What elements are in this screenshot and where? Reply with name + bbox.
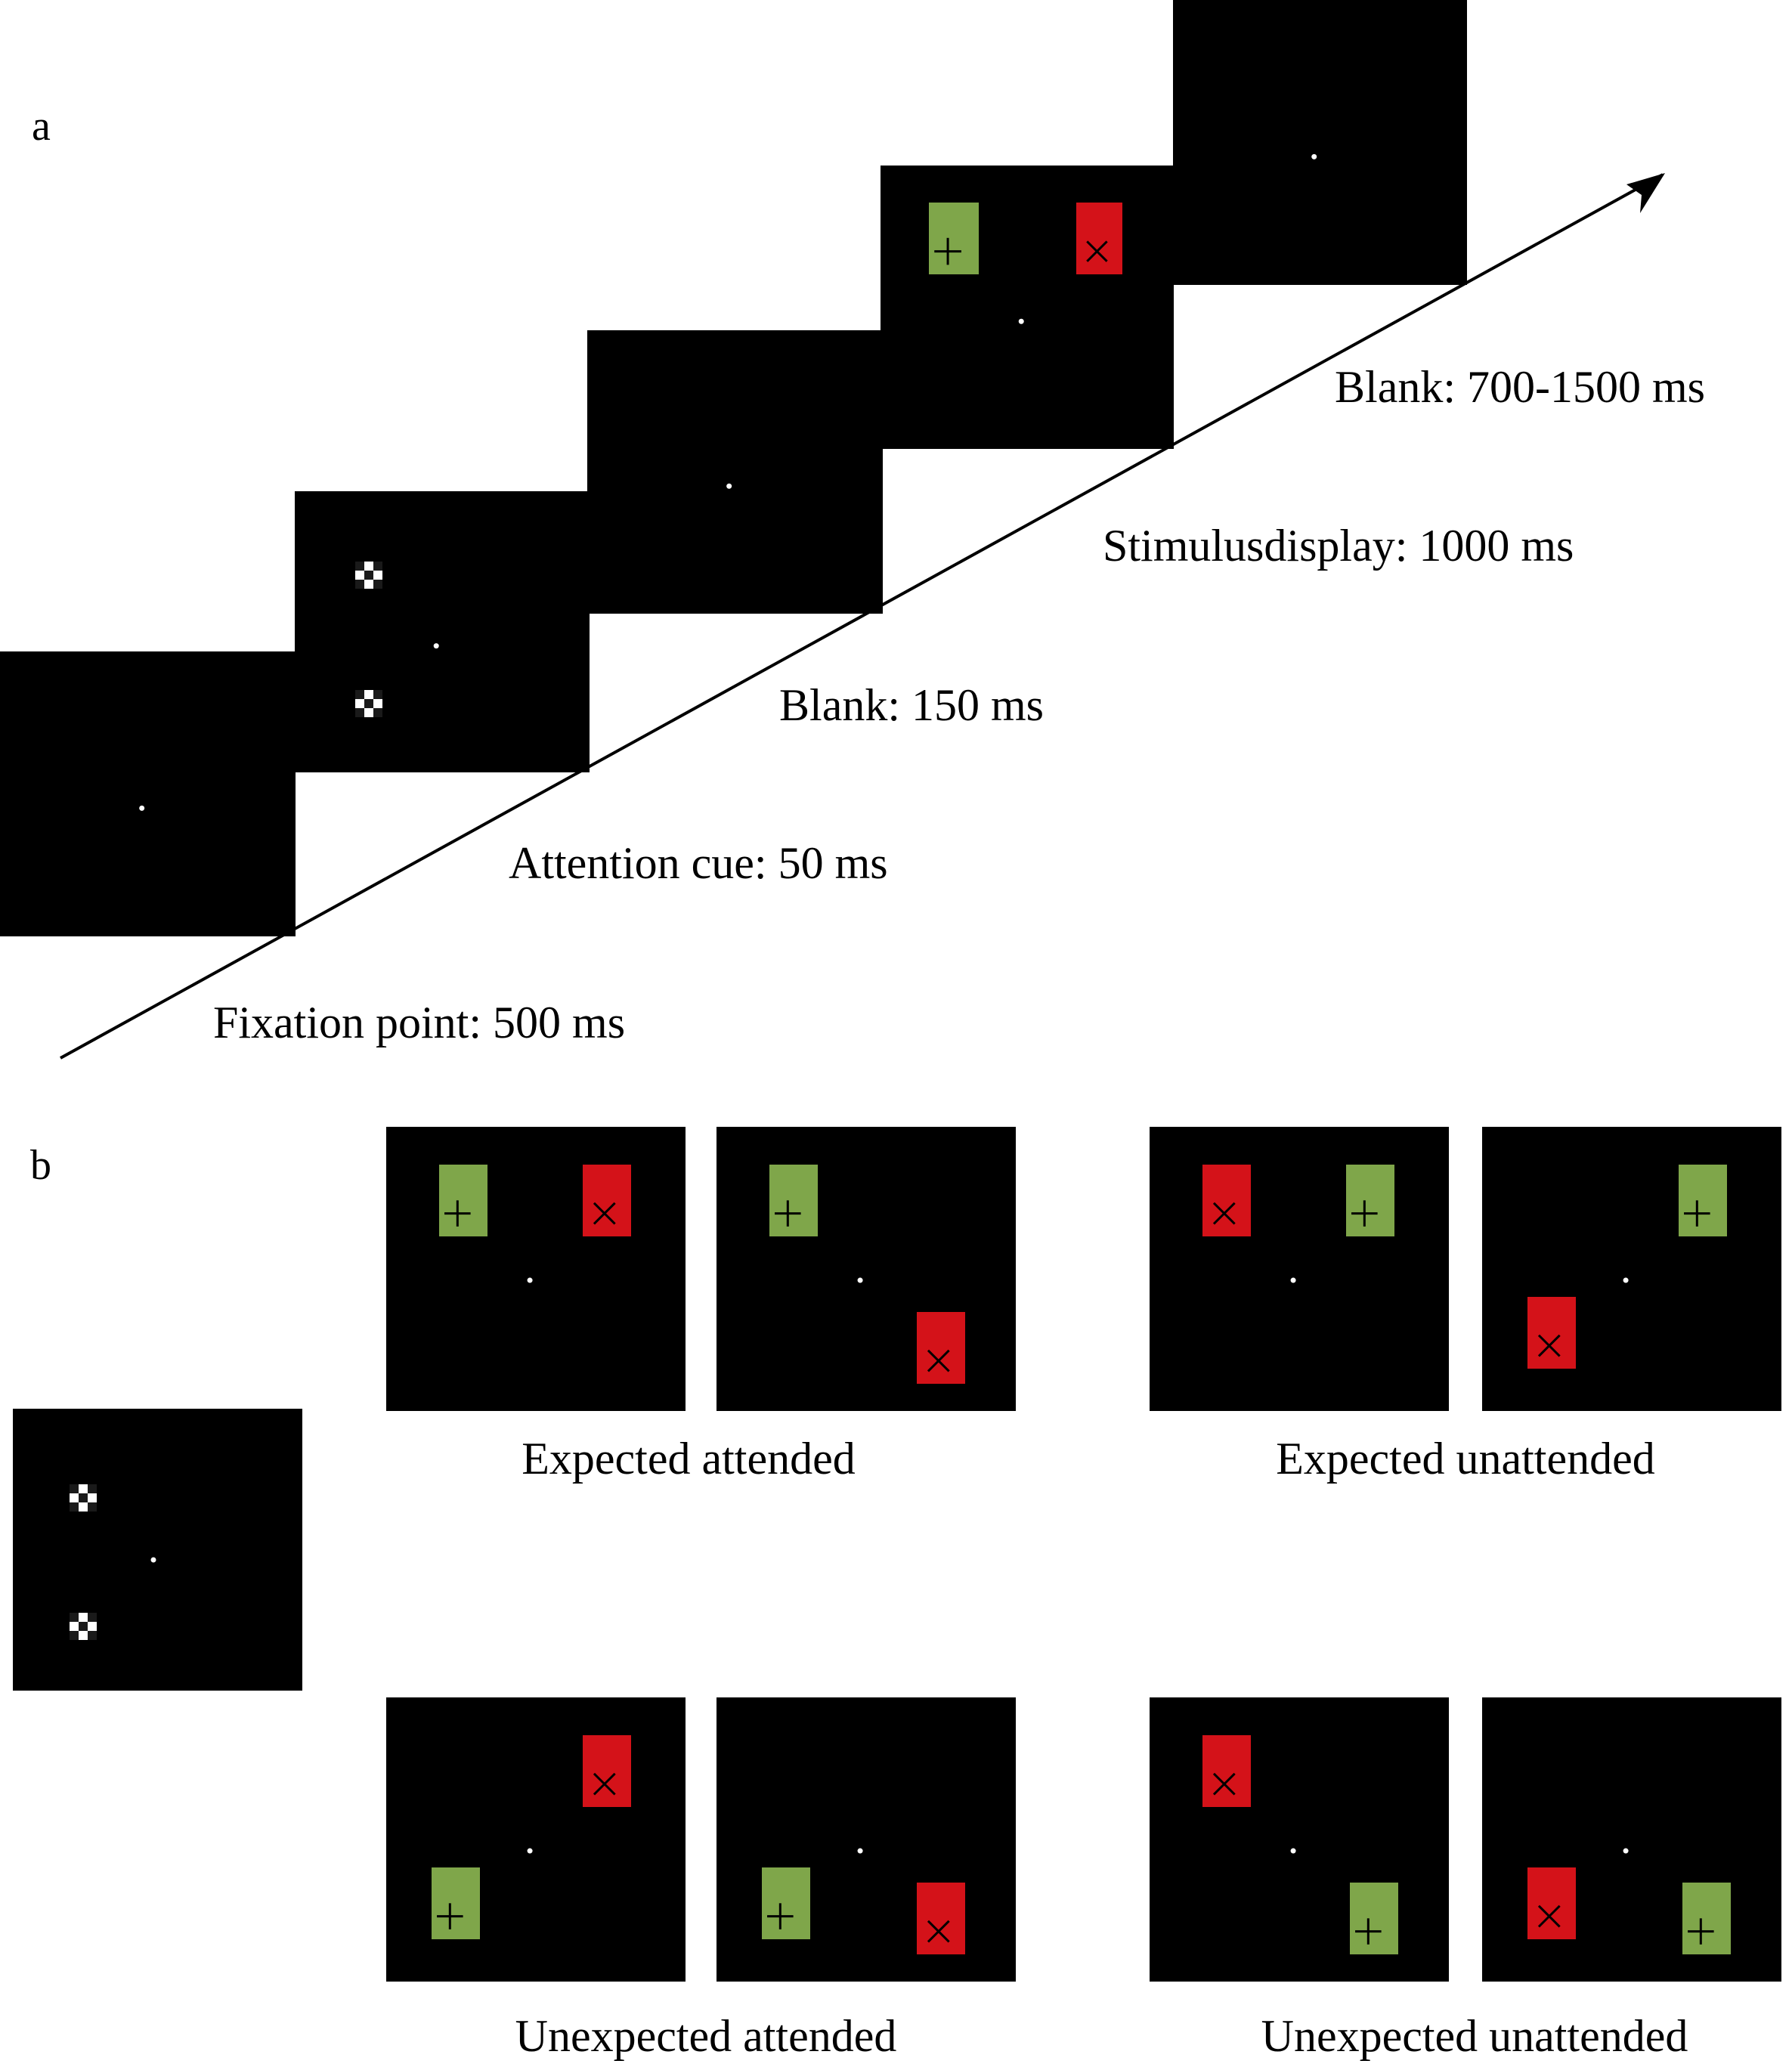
condition-display-screen xyxy=(386,1697,686,1982)
target-green-rect xyxy=(762,1867,810,1939)
condition-label-expected-attended: Expected attended xyxy=(522,1434,855,1484)
stage-label-blank-short: Blank: 150 ms xyxy=(779,680,1044,730)
screen-background xyxy=(1482,1127,1781,1411)
target-green-rect xyxy=(1346,1165,1394,1236)
fixation-dot xyxy=(1290,1277,1296,1283)
screen-background xyxy=(716,1127,1016,1411)
target-green-rect xyxy=(439,1165,487,1236)
plus-icon xyxy=(767,1903,794,1929)
checkerboard-cue-icon xyxy=(355,562,382,589)
target-green-rect xyxy=(929,203,979,274)
fixation-dot xyxy=(527,1848,533,1854)
target-green-rect xyxy=(1350,1883,1398,1954)
distractor-red-rect xyxy=(1527,1297,1576,1369)
plus-icon xyxy=(1355,1918,1382,1945)
time-arrow xyxy=(60,173,1664,1060)
screen-background xyxy=(295,491,590,772)
panel-a-letter: a xyxy=(32,103,51,150)
screen-background xyxy=(1150,1127,1449,1411)
screen-cue xyxy=(295,491,590,772)
cue-display-screen xyxy=(13,1409,302,1691)
screen-blank-long xyxy=(1173,0,1467,285)
stage-label-fixation: Fixation point: 500 ms xyxy=(213,998,625,1047)
target-green-rect xyxy=(769,1165,818,1236)
fixation-dot xyxy=(433,643,439,649)
fixation-dot xyxy=(726,483,732,489)
checkerboard-cue-icon xyxy=(70,1484,97,1512)
distractor-red-rect xyxy=(1202,1735,1251,1807)
trial-sequence xyxy=(0,0,1467,936)
condition-label-unexpected-attended: Unexpected attended xyxy=(515,2011,897,2061)
distractor-red-rect xyxy=(583,1735,631,1807)
screen-background xyxy=(1482,1697,1781,1982)
screen-background xyxy=(0,651,296,936)
fixation-dot xyxy=(1018,318,1024,324)
plus-icon xyxy=(1684,1200,1710,1227)
screen-background xyxy=(1173,0,1467,285)
distractor-red-rect xyxy=(917,1312,965,1384)
plus-icon xyxy=(1351,1200,1378,1227)
plus-icon xyxy=(775,1200,801,1227)
condition-display-screen xyxy=(1150,1127,1449,1411)
cross-x-icon xyxy=(1537,1904,1561,1928)
plus-icon xyxy=(437,1903,463,1929)
screen-background xyxy=(1150,1697,1449,1982)
arrow-head-icon xyxy=(1626,173,1665,213)
screen-blank-short xyxy=(587,330,883,614)
target-green-rect xyxy=(432,1867,480,1939)
fixation-dot xyxy=(1311,153,1317,159)
stage-label-blank-long: Blank: 700-1500 ms xyxy=(1335,362,1705,412)
condition-display-screen xyxy=(1482,1697,1781,1982)
cross-x-icon xyxy=(1212,1202,1236,1225)
cross-x-icon xyxy=(927,1920,950,1943)
distractor-red-rect xyxy=(583,1165,631,1236)
fixation-dot xyxy=(857,1277,863,1283)
checkerboard-cue-icon xyxy=(70,1613,97,1640)
condition-display-screen xyxy=(386,1127,686,1411)
distractor-red-rect xyxy=(1076,203,1122,274)
screen-background xyxy=(587,330,883,614)
fixation-dot xyxy=(527,1277,533,1283)
plus-icon xyxy=(1688,1918,1714,1945)
screen-background xyxy=(716,1697,1016,1982)
condition-display-screen xyxy=(1150,1697,1449,1982)
condition-examples xyxy=(13,1127,1781,1982)
condition-label-unexpected-unattended: Unexpected unattended xyxy=(1261,2011,1688,2061)
screen-background xyxy=(386,1127,686,1411)
cross-x-icon xyxy=(1537,1334,1561,1357)
screen-background xyxy=(881,166,1174,449)
target-green-rect xyxy=(1679,1165,1727,1236)
stage-label-cue: Attention cue: 50 ms xyxy=(509,838,888,888)
checkerboard-cue-icon xyxy=(355,690,382,717)
panel-b-letter: b xyxy=(30,1142,51,1189)
plus-icon xyxy=(934,237,961,265)
screen-fixation xyxy=(0,651,296,936)
condition-display-screen xyxy=(716,1697,1016,1982)
screen-stimulus xyxy=(881,166,1174,449)
plus-icon xyxy=(444,1200,471,1227)
distractor-red-rect xyxy=(917,1883,965,1954)
cross-x-icon xyxy=(927,1349,950,1372)
condition-display-screen xyxy=(716,1127,1016,1411)
distractor-red-rect xyxy=(1202,1165,1251,1236)
distractor-red-rect xyxy=(1527,1867,1576,1939)
cross-x-icon xyxy=(1086,240,1108,262)
fixation-dot xyxy=(857,1848,863,1854)
target-green-rect xyxy=(1682,1883,1731,1954)
screen-background xyxy=(386,1697,686,1982)
fixation-dot xyxy=(1623,1848,1629,1854)
condition-display-screen xyxy=(1482,1127,1781,1411)
cross-x-icon xyxy=(593,1772,616,1796)
fixation-dot xyxy=(1623,1277,1629,1283)
fixation-dot xyxy=(150,1557,156,1563)
fixation-dot xyxy=(139,805,145,811)
cross-x-icon xyxy=(1212,1772,1236,1796)
fixation-dot xyxy=(1290,1848,1296,1854)
stage-label-stimulus: Stimulusdisplay: 1000 ms xyxy=(1103,521,1574,571)
cross-x-icon xyxy=(593,1202,616,1225)
condition-label-expected-unattended: Expected unattended xyxy=(1276,1434,1654,1484)
screen-background xyxy=(13,1409,302,1691)
